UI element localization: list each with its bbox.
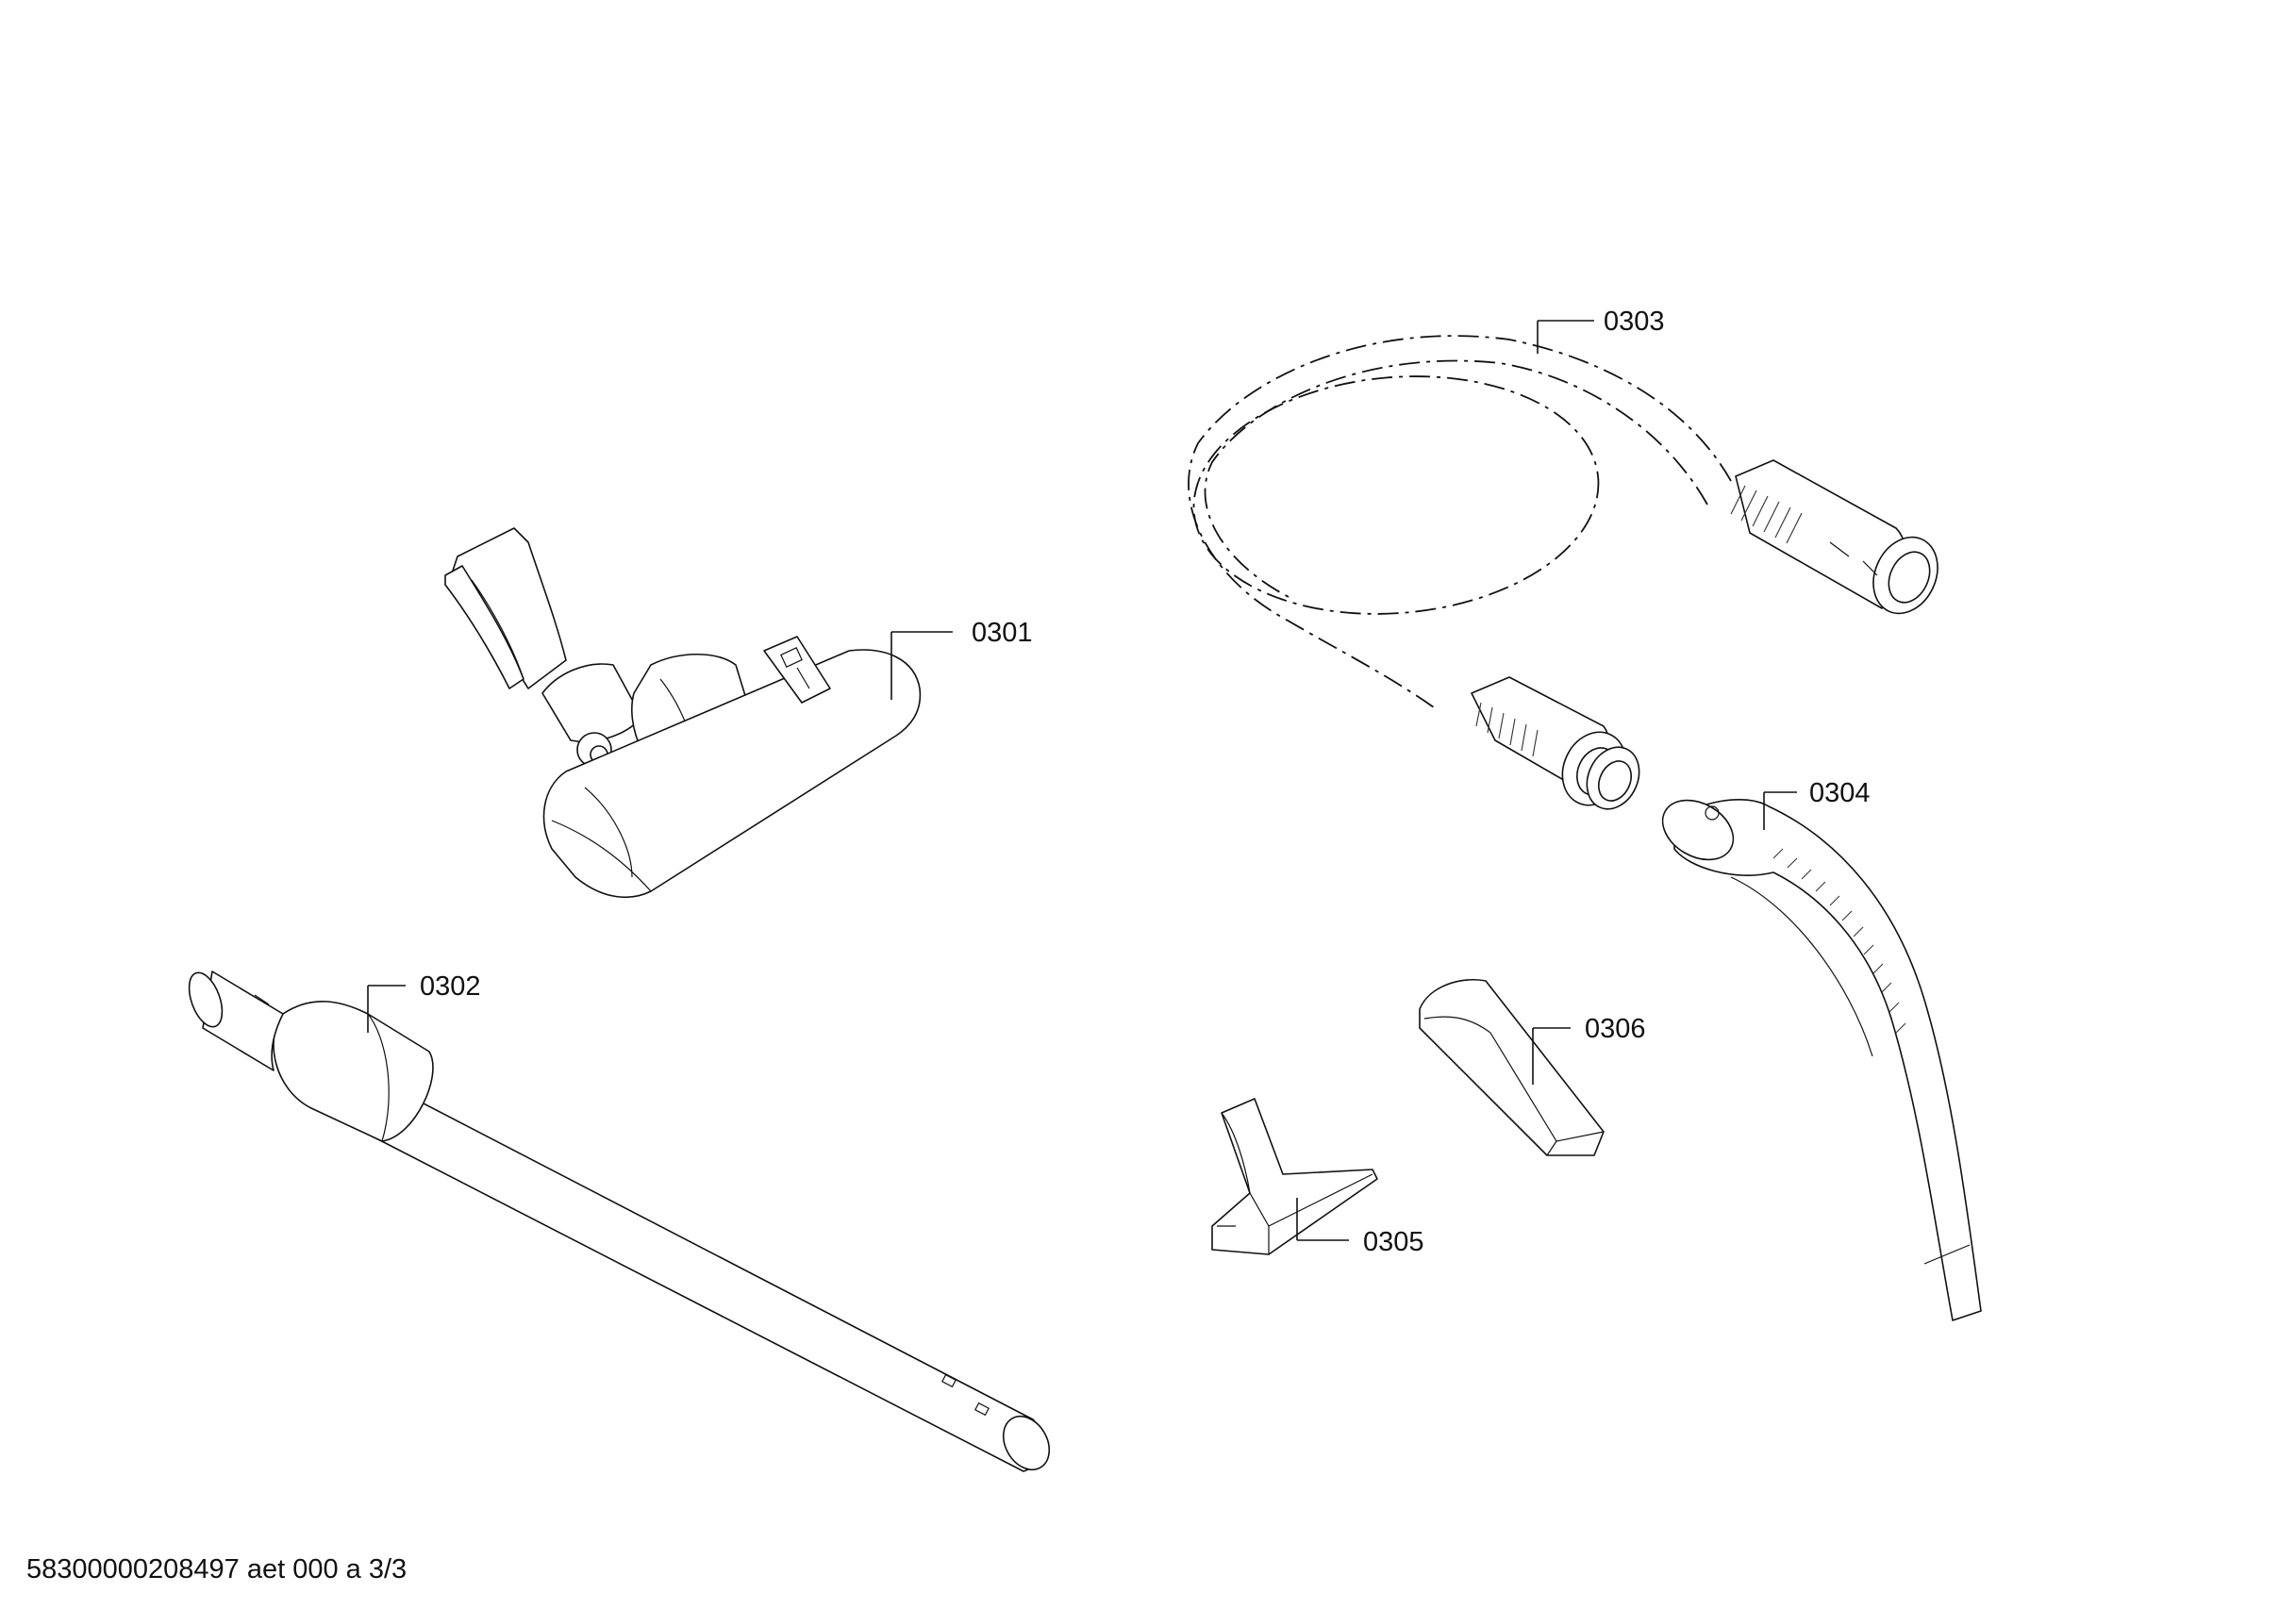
part-label-0305: 0305 (1363, 1227, 1424, 1257)
part-label-0306: 0306 (1585, 1014, 1646, 1044)
suction-hose (1188, 335, 1938, 810)
part-label-0301: 0301 (972, 618, 1033, 648)
document-footer-code: 58300000208497 aet 000 a 3/3 (26, 1554, 408, 1584)
part-label-0303: 0303 (1604, 307, 1665, 337)
part-label-0302: 0302 (420, 971, 481, 1002)
crevice-nozzle (1419, 979, 1605, 1156)
hose-handle (1661, 799, 1982, 1321)
telescopic-tube (188, 970, 1051, 1472)
upholstery-nozzle (1211, 1098, 1378, 1255)
part-label-0304: 0304 (1809, 778, 1871, 808)
floor-nozzle (444, 527, 922, 899)
